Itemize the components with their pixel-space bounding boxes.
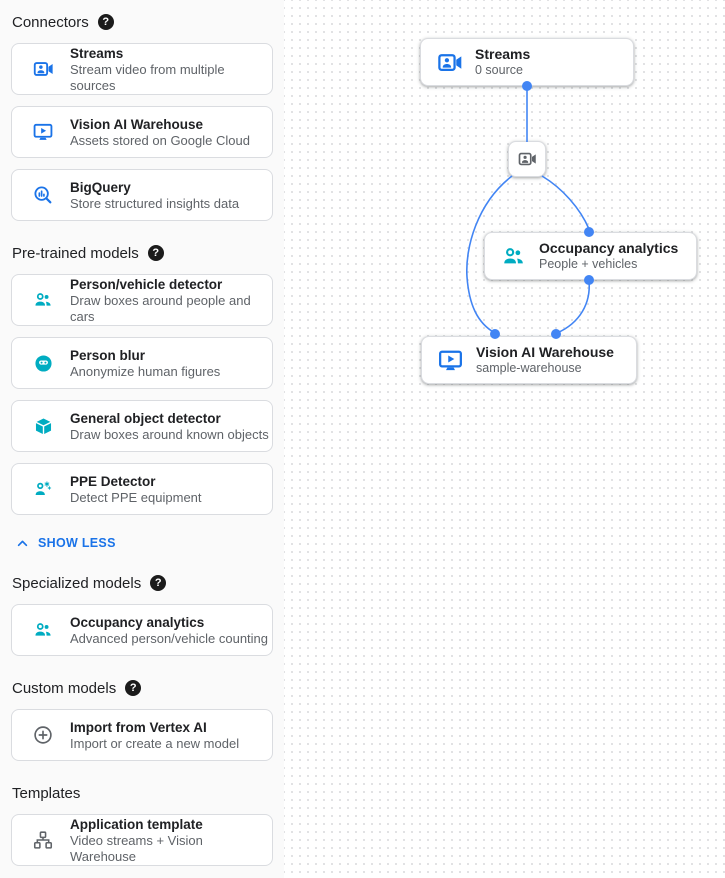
card-title: PPE Detector xyxy=(70,473,156,489)
people-icon xyxy=(31,619,55,641)
palette-card-application-template[interactable]: Application template Video streams + Vis… xyxy=(11,814,273,866)
node-subtitle: sample-warehouse xyxy=(476,361,582,375)
add-circle-icon xyxy=(31,724,55,746)
node-subtitle: People + vehicles xyxy=(539,257,638,271)
palette-card-person-vehicle-detector[interactable]: Person/vehicle detector Draw boxes aroun… xyxy=(11,274,273,326)
graph-node-streams[interactable]: Streams 0 source xyxy=(420,38,634,86)
help-icon[interactable] xyxy=(147,245,164,261)
graph-node-stream-source[interactable] xyxy=(508,141,546,177)
card-subtitle: Store structured insights data xyxy=(70,195,240,211)
video-camera-icon xyxy=(31,58,55,80)
palette-card-general-object-detector[interactable]: General object detector Draw boxes aroun… xyxy=(11,400,273,452)
card-title: Vision AI Warehouse xyxy=(70,116,204,132)
section-heading-connectors: Connectors xyxy=(12,13,273,31)
section-heading-pretrained: Pre-trained models xyxy=(12,244,273,262)
help-icon[interactable] xyxy=(125,680,142,696)
hierarchy-icon xyxy=(31,829,55,851)
card-subtitle: Detect PPE equipment xyxy=(70,489,202,505)
palette-card-vision-warehouse[interactable]: Vision AI Warehouse Assets stored on Goo… xyxy=(11,106,273,158)
palette-card-ppe-detector[interactable]: PPE Detector Detect PPE equipment xyxy=(11,463,273,515)
monitor-play-icon xyxy=(436,347,464,374)
cube-icon xyxy=(31,416,55,437)
application-graph-canvas[interactable]: Streams 0 source Occupancy analytics P xyxy=(284,0,725,878)
help-icon[interactable] xyxy=(150,575,167,591)
section-heading-templates: Templates xyxy=(12,784,273,802)
palette-card-import-vertex-ai[interactable]: Import from Vertex AI Import or create a… xyxy=(11,709,273,761)
person-gear-icon xyxy=(31,478,55,500)
card-subtitle: Stream video from multiple sources xyxy=(70,61,225,93)
people-icon xyxy=(31,289,55,311)
card-subtitle: Anonymize human figures xyxy=(70,363,221,379)
card-subtitle: Draw boxes around people and cars xyxy=(70,292,251,324)
palette-card-occupancy-analytics[interactable]: Occupancy analytics Advanced person/vehi… xyxy=(11,604,273,656)
face-icon xyxy=(31,353,55,374)
card-subtitle: Draw boxes around known objects xyxy=(70,426,269,442)
graph-node-occupancy-analytics[interactable]: Occupancy analytics People + vehicles xyxy=(484,232,697,280)
card-subtitle: Advanced person/vehicle counting xyxy=(70,630,269,646)
people-icon xyxy=(499,243,527,270)
section-heading-label: Templates xyxy=(12,784,81,802)
card-title: Person blur xyxy=(70,347,146,363)
edge-occupancy-to-warehouse xyxy=(556,280,590,334)
section-heading-specialized: Specialized models xyxy=(12,574,273,592)
card-subtitle: Video streams + Vision Warehouse xyxy=(70,832,203,864)
card-title: General object detector xyxy=(70,410,221,426)
card-title: Occupancy analytics xyxy=(70,614,205,630)
node-subtitle: 0 source xyxy=(475,63,523,77)
card-title: Application template xyxy=(70,816,203,832)
card-subtitle: Assets stored on Google Cloud xyxy=(70,132,250,148)
section-heading-custom: Custom models xyxy=(12,679,273,697)
section-heading-label: Specialized models xyxy=(12,574,142,592)
video-camera-icon xyxy=(517,149,537,169)
node-title: Occupancy analytics xyxy=(539,240,679,256)
help-icon[interactable] xyxy=(97,14,114,30)
card-subtitle: Import or create a new model xyxy=(70,735,240,751)
palette-card-bigquery[interactable]: BigQuery Store structured insights data xyxy=(11,169,273,221)
bigquery-magnifier-chart-icon xyxy=(31,184,55,206)
card-title: BigQuery xyxy=(70,179,131,195)
edge-source-to-occupancy xyxy=(541,175,590,230)
section-heading-label: Pre-trained models xyxy=(12,244,139,262)
card-title: Person/vehicle detector xyxy=(70,276,223,292)
section-heading-label: Connectors xyxy=(12,13,89,31)
flow-edges xyxy=(466,81,594,339)
node-title: Vision AI Warehouse xyxy=(476,344,614,360)
palette-card-person-blur[interactable]: Person blur Anonymize human figures xyxy=(11,337,273,389)
palette-card-streams[interactable]: Streams Stream video from multiple sourc… xyxy=(11,43,273,95)
monitor-play-icon xyxy=(31,121,55,143)
card-title: Import from Vertex AI xyxy=(70,719,207,735)
chevron-up-icon xyxy=(14,535,31,552)
graph-node-vision-ai-warehouse[interactable]: Vision AI Warehouse sample-warehouse xyxy=(421,336,637,384)
video-camera-icon xyxy=(435,49,463,76)
node-title: Streams xyxy=(475,46,531,62)
component-palette-sidebar: Connectors Streams Stream video from mul… xyxy=(0,0,284,878)
section-heading-label: Custom models xyxy=(12,679,117,697)
show-less-label: SHOW LESS xyxy=(38,536,116,550)
show-less-toggle[interactable]: SHOW LESS xyxy=(14,535,273,551)
card-title: Streams xyxy=(70,45,124,61)
